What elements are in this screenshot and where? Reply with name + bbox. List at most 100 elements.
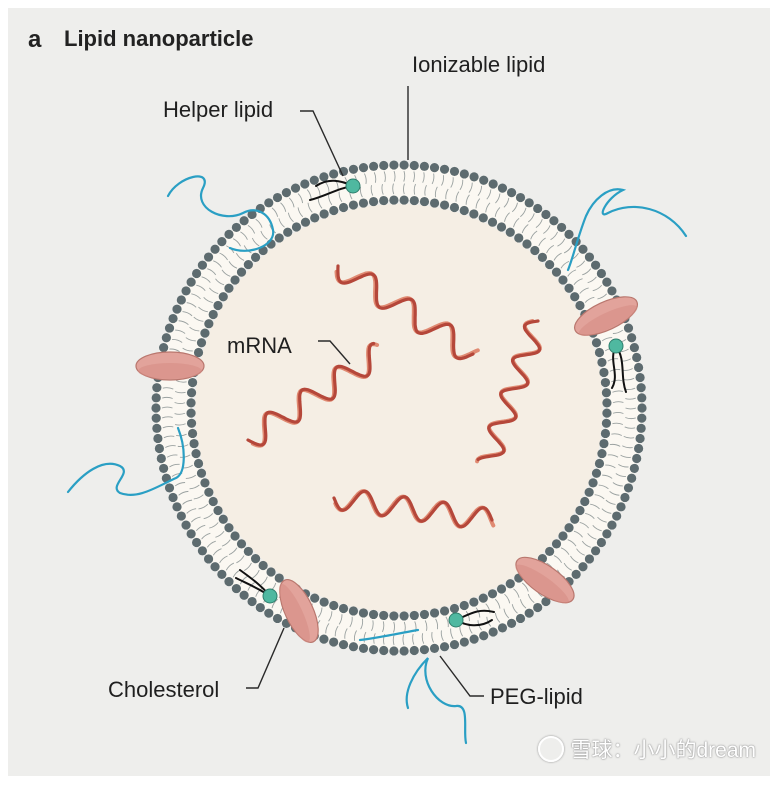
lipid-head-outer — [469, 634, 479, 644]
lipid-head-outer — [449, 639, 460, 650]
lipid-head-inner — [224, 283, 234, 293]
lipid-head-outer — [623, 323, 634, 333]
lipid-head-outer — [607, 520, 617, 530]
lipid-head-inner — [310, 593, 320, 603]
lipid-head-outer — [210, 244, 220, 254]
lipid-head-outer — [168, 492, 178, 503]
lipid-head-outer — [459, 637, 469, 647]
lipid-head-inner — [250, 554, 261, 564]
helper-lipid — [448, 609, 495, 628]
lipid-tails — [161, 170, 637, 646]
lipid-head-outer — [255, 602, 265, 613]
lipid-head-inner — [213, 300, 223, 311]
lipid-head-outer — [590, 260, 601, 270]
lipid-head-outer — [153, 433, 163, 444]
lipid-head-outer — [459, 169, 469, 179]
lipid-head-inner — [283, 227, 293, 237]
leader-line — [318, 340, 351, 365]
mrna-strand — [246, 341, 376, 447]
lipid-head-inner — [236, 267, 247, 277]
lipid-head-inner — [310, 213, 320, 223]
lipid-head-inner — [419, 609, 430, 620]
label-helper-lipid: Helper lipid — [163, 97, 274, 122]
label-peg-lipid: PEG-lipid — [490, 684, 583, 709]
lipid-head-outer — [533, 203, 543, 214]
peg-chains — [66, 175, 688, 745]
lipid-head-outer — [637, 403, 647, 413]
leader-lines — [246, 86, 484, 697]
cholesterol-disc — [135, 351, 205, 381]
peg-chain — [166, 175, 275, 252]
lipid-head-outer — [368, 161, 379, 171]
lipid-head-inner — [329, 600, 339, 611]
lipid-head-inner — [213, 505, 223, 516]
lipid-head-outer — [319, 634, 329, 644]
lipid-head-outer — [515, 192, 526, 203]
lipid-head-inner — [599, 438, 609, 449]
lipid-head-inner — [514, 233, 524, 243]
lipid-head-outer — [623, 483, 634, 493]
lipid-head-outer — [379, 160, 389, 171]
lipid-head-inner — [409, 195, 419, 206]
lipid-head-outer — [192, 268, 202, 279]
lipid-head-inner — [186, 398, 196, 408]
lipid-head-inner — [358, 198, 369, 208]
lipid-head-inner — [224, 523, 234, 533]
lipid-head-inner — [200, 478, 210, 488]
lipid-head-outer — [197, 260, 208, 270]
lipid-head-outer — [533, 602, 543, 613]
lipid-head-inner — [368, 196, 379, 207]
lipid-head-inner — [575, 300, 585, 311]
lipid-head-outer — [389, 646, 399, 656]
lipid-head-outer — [636, 423, 646, 433]
leader-line — [246, 627, 285, 689]
lipid-head-outer — [247, 209, 257, 220]
lipid-head-outer — [224, 229, 234, 239]
lipid-head-outer — [479, 175, 489, 185]
lipid-head-inner — [338, 202, 349, 213]
lipid-head-outer — [506, 188, 517, 198]
lipid-head-outer — [429, 643, 440, 653]
lipid-head-outer — [541, 209, 551, 220]
lipid-head-outer — [590, 546, 601, 556]
lipid-head-outer — [348, 164, 359, 174]
lipid-head-inner — [319, 209, 329, 219]
lipid-head-outer — [602, 529, 612, 539]
lipid-head-inner — [564, 523, 574, 533]
lipid-head-outer — [239, 590, 249, 600]
mrna-strands — [246, 264, 542, 529]
cholesterol-disc — [515, 556, 575, 604]
lipid-head-inner — [584, 487, 594, 497]
lipid-head-outer — [197, 546, 208, 556]
lipid-head-outer — [596, 268, 606, 279]
figure-panel: a Lipid nanoparticle Ionizable lipid Hel… — [8, 8, 770, 776]
lipid-head-outer — [607, 286, 617, 296]
lipid-head-outer — [612, 511, 622, 521]
lipid-head-outer — [636, 383, 646, 393]
mrna-strand — [336, 264, 475, 361]
lipid-head-inner — [193, 458, 204, 469]
lipid-head-outer — [596, 537, 606, 548]
lipid-head-inner — [218, 292, 228, 302]
lipid-head-inner — [368, 609, 379, 620]
lipid-head-inner — [243, 259, 253, 270]
lipid-head-outer — [439, 642, 450, 652]
lipid-head-inner — [230, 531, 240, 541]
lipid-head-outer — [161, 333, 171, 343]
lipid-head-outer — [319, 172, 329, 182]
lipid-head-inner — [496, 584, 507, 594]
lipid-head-inner — [439, 606, 450, 616]
lipid-head-outer — [602, 277, 612, 287]
cholesterol-molecules — [135, 296, 638, 643]
lipid-head-inner — [505, 227, 515, 237]
lipid-head-inner — [496, 222, 507, 232]
peg-chain — [358, 628, 420, 642]
lipid-head-outer — [176, 295, 186, 305]
lipid-head-inner — [204, 319, 214, 329]
helper-lipid — [309, 178, 361, 201]
helper-lipid — [608, 338, 627, 393]
lipid-head-inner — [266, 567, 276, 577]
lipid-head-inner — [291, 222, 302, 232]
lipid-head-outer — [329, 169, 339, 179]
lipid-head-outer — [239, 216, 249, 226]
